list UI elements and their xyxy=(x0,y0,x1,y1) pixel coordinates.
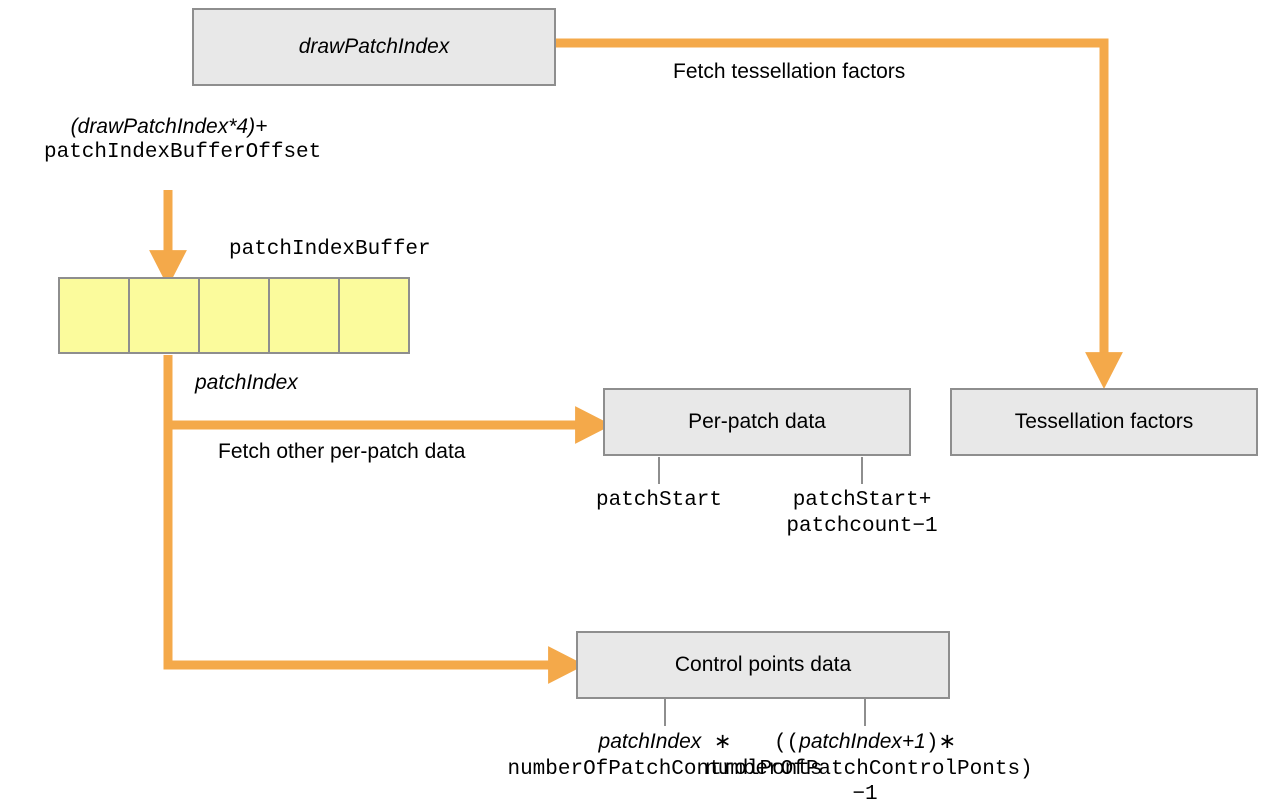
buffer-cell-2[interactable] xyxy=(198,277,270,354)
node-per-patch-data[interactable]: Per-patch data xyxy=(603,388,911,456)
buffer-cell-1[interactable] xyxy=(128,277,200,354)
offset-expression-line1: (drawPatchIndex*4)+ xyxy=(70,115,268,138)
control-points-end-tick-italic: patchIndex+1 xyxy=(799,730,926,753)
node-draw-patch-index[interactable]: drawPatchIndex xyxy=(192,8,556,86)
per-patch-end-tick-line1: patchStart+ xyxy=(792,489,932,512)
buffer-cell-0[interactable] xyxy=(58,277,130,354)
control-points-end-tick: ((patchIndex+1)∗ numberOfPatchControlPon… xyxy=(705,729,1033,808)
control-points-end-tick-line1: ((patchIndex+1)∗ xyxy=(773,730,957,755)
control-points-start-tick-line1: patchIndex ∗ xyxy=(599,730,732,755)
arrow-fetch-control-points xyxy=(163,425,585,684)
control-points-start-tick: patchIndex ∗ numberOfPatchControlPonts xyxy=(505,729,825,782)
per-patch-end-tick-line2: patchcount−1 xyxy=(786,514,938,538)
buffer-cell-3[interactable] xyxy=(268,277,340,354)
node-per-patch-data-label: Per-patch data xyxy=(688,410,826,433)
node-tessellation-factors-label: Tessellation factors xyxy=(1014,410,1194,433)
control-points-start-tick-operator: ∗ xyxy=(701,732,732,755)
per-patch-end-tick: patchStart+ patchcount−1 xyxy=(762,488,962,539)
node-control-points-data[interactable]: Control points data xyxy=(576,631,950,699)
edge-label-fetch-tessellation-factors: Fetch tessellation factors xyxy=(673,60,906,83)
edge-label-fetch-other-per-patch-data: Fetch other per-patch data xyxy=(218,440,466,463)
control-points-start-tick-italic: patchIndex xyxy=(598,730,702,753)
node-control-points-data-label: Control points data xyxy=(674,653,852,676)
control-points-end-tick-suffix: )∗ xyxy=(925,732,957,755)
control-points-end-tick-line2: numberOfPatchControlPonts)−1 xyxy=(705,757,1033,807)
patch-index-buffer[interactable] xyxy=(58,277,410,354)
label-patch-index-buffer-name: patchIndexBuffer xyxy=(229,238,431,261)
control-points-start-tick-line2: numberOfPatchControlPonts xyxy=(507,757,823,781)
node-tessellation-factors[interactable]: Tessellation factors xyxy=(950,388,1258,456)
control-points-end-tick-prefix: (( xyxy=(773,732,800,755)
arrow-fetch-tessellation-factors xyxy=(556,38,1123,389)
per-patch-start-tick-line1: patchStart xyxy=(595,489,723,512)
label-patch-index-buffer-offset: (drawPatchIndex*4)+ patchIndexBufferOffs… xyxy=(44,114,322,167)
offset-expression-line2: patchIndexBufferOffset xyxy=(44,141,322,165)
buffer-cell-4[interactable] xyxy=(338,277,410,354)
node-draw-patch-index-label: drawPatchIndex xyxy=(298,35,450,58)
per-patch-start-tick: patchStart xyxy=(559,488,759,514)
edge-label-patch-index: patchIndex xyxy=(195,371,298,394)
